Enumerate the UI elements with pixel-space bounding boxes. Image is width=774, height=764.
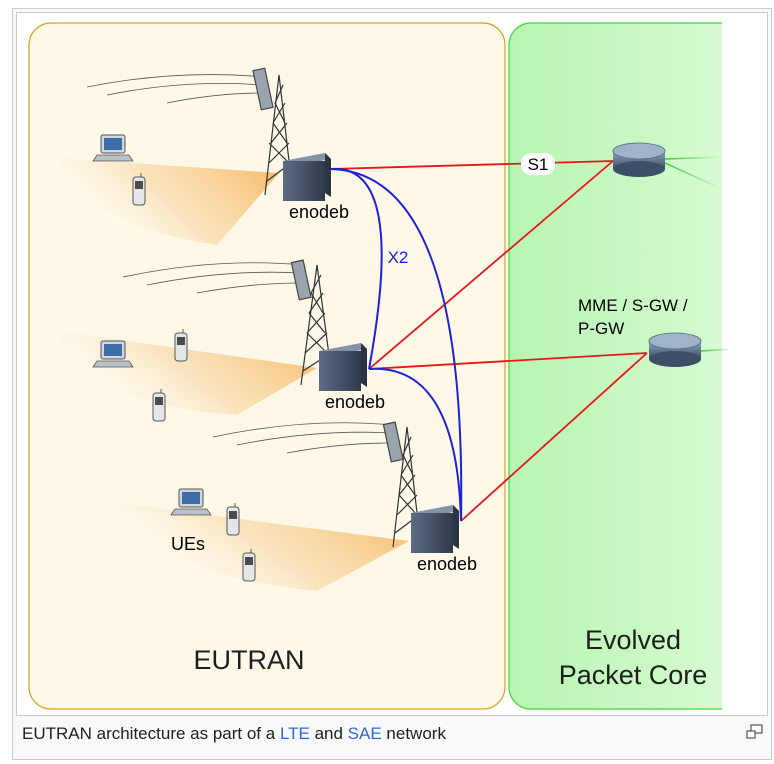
s1-label: S1 [521, 153, 555, 175]
tower-top [252, 67, 294, 196]
mobile-phone-icon [152, 389, 166, 422]
ues-label: UEs [171, 534, 205, 554]
figure-caption: EUTRAN architecture as part of a LTE and… [22, 724, 446, 744]
enlarge-icon[interactable] [746, 724, 764, 740]
x2-links [330, 167, 463, 522]
x2-label: X2 [388, 248, 409, 267]
s1-links [330, 160, 648, 522]
mme-label-line1: MME / S-GW / [578, 296, 688, 315]
coverage-beam-top [57, 158, 279, 245]
mobile-phone-icon [132, 173, 146, 206]
mobile-phone-icon [226, 503, 240, 536]
radio-waves-middle [122, 262, 304, 294]
laptop-icon [92, 134, 134, 162]
enodeb-box-middle[interactable] [319, 343, 367, 391]
tower-bottom [382, 421, 422, 548]
eutran-title: EUTRAN [193, 645, 304, 675]
caption-suffix: network [381, 724, 446, 743]
caption-prefix: EUTRAN architecture as part of a [22, 724, 280, 743]
radio-waves-top [86, 74, 266, 104]
caption-middle: and [309, 724, 348, 743]
tower-middle [290, 259, 334, 386]
mobile-phone-icon [174, 329, 188, 362]
architecture-diagram[interactable]: S1 X2 enodeb enodeb enodeb MME / S-GW / … [16, 12, 768, 716]
mobile-phone-icon [242, 549, 256, 582]
radio-waves-bottom [212, 422, 394, 454]
enodeb-box-bottom[interactable] [411, 505, 459, 553]
mme-router-top[interactable] [612, 142, 666, 177]
epc-title-line2: Packet Core [559, 660, 708, 690]
epc-title-line1: Evolved [585, 625, 681, 655]
svg-text:S1: S1 [528, 155, 549, 174]
laptop-icon [170, 488, 212, 516]
enodeb-label-bottom: enodeb [417, 554, 477, 574]
mme-router-bottom[interactable] [648, 332, 702, 367]
enodeb-label-top: enodeb [289, 202, 349, 222]
enodeb-box-top[interactable] [283, 153, 331, 201]
mme-label-line2: P-GW [578, 319, 624, 338]
sae-link[interactable]: SAE [347, 724, 382, 743]
laptop-icon [92, 340, 134, 368]
core-links [664, 156, 734, 352]
enodeb-label-middle: enodeb [325, 392, 385, 412]
coverage-beam-bottom [117, 503, 409, 591]
lte-link[interactable]: LTE [279, 724, 310, 743]
